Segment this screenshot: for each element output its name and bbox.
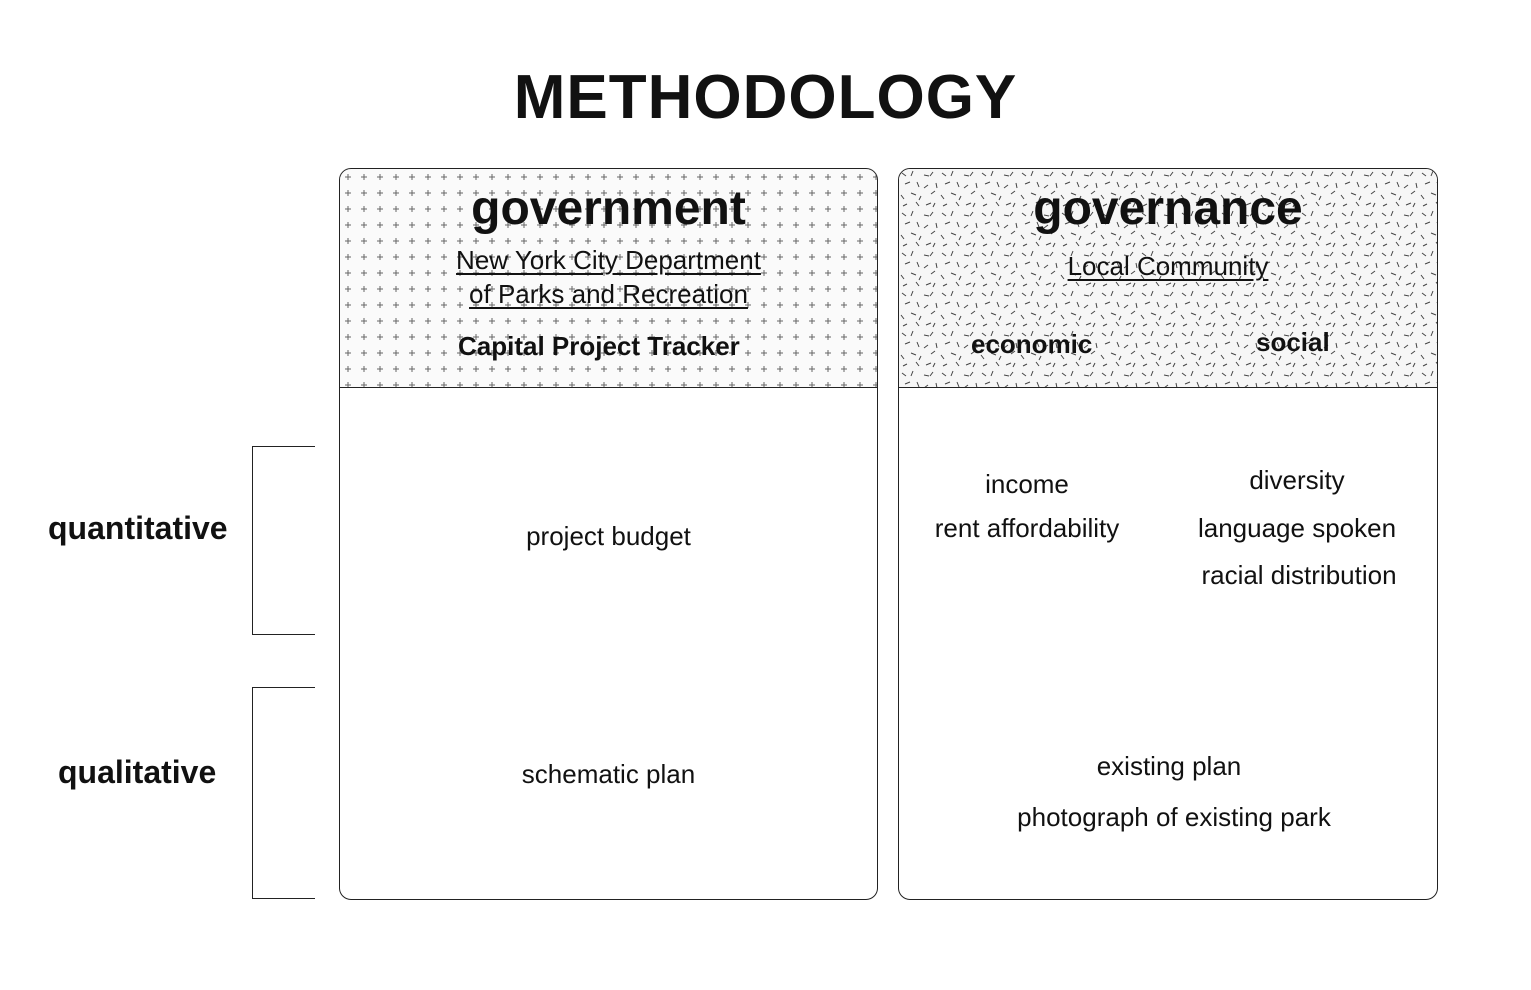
governance-qualitative-item: existing plan bbox=[1096, 751, 1242, 781]
economic-item: rent affordability bbox=[934, 513, 1120, 543]
row-label-qualitative: qualitative bbox=[58, 754, 217, 790]
governance-source: Local Community bbox=[899, 249, 1437, 283]
dash-pattern bbox=[899, 169, 1437, 387]
government-source: New York City Department of Parks and Re… bbox=[340, 243, 877, 311]
government-title: government bbox=[471, 182, 746, 235]
social-item: language spoken bbox=[1197, 513, 1397, 543]
government-panel: government New York City Department of P… bbox=[339, 168, 878, 900]
government-quantitative-item: project budget bbox=[526, 521, 691, 551]
economic-label: economic bbox=[971, 329, 1093, 359]
social-item: diversity bbox=[1249, 465, 1345, 495]
social-label: social bbox=[1256, 327, 1330, 357]
social-item: racial distribution bbox=[1201, 560, 1397, 590]
governance-panel: governance Local Community economic soci… bbox=[898, 168, 1438, 900]
governance-header: governance Local Community economic soci… bbox=[899, 169, 1437, 388]
government-qualitative-item: schematic plan bbox=[521, 759, 696, 789]
government-source-line2: of Parks and Recreation bbox=[469, 279, 748, 309]
economic-item: income bbox=[985, 469, 1069, 499]
governance-qualitative-item: photograph of existing park bbox=[1017, 802, 1331, 832]
government-header: government New York City Department of P… bbox=[340, 169, 877, 388]
diagram-title: METHODOLOGY bbox=[513, 63, 1018, 132]
row-label-quantitative: quantitative bbox=[48, 510, 228, 546]
government-source-line1: New York City Department bbox=[456, 245, 761, 275]
government-tool: Capital Project Tracker bbox=[458, 331, 740, 361]
governance-source-text: Local Community bbox=[1067, 251, 1269, 281]
quantitative-bracket bbox=[252, 446, 315, 635]
qualitative-bracket bbox=[252, 687, 315, 899]
governance-title: governance bbox=[1033, 182, 1303, 235]
cross-pattern bbox=[340, 169, 877, 387]
